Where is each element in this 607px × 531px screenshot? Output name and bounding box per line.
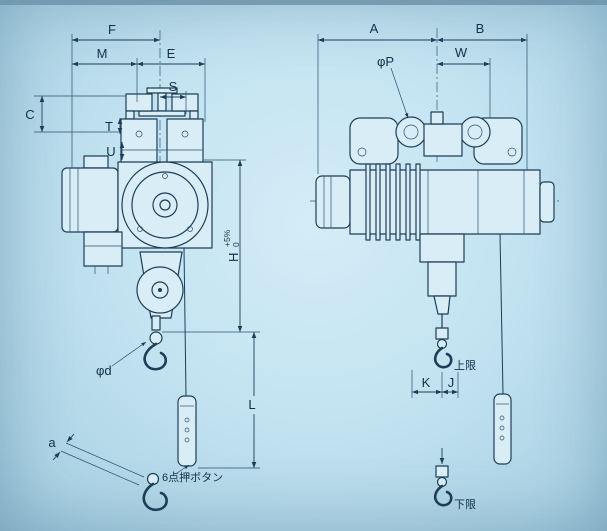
- dim-W: W: [437, 45, 491, 118]
- dim-label-H-tol-upper: +5%: [222, 229, 232, 247]
- upper-limit-hook: 上限: [433, 313, 476, 372]
- lower-limit-label: 下限: [454, 498, 476, 511]
- dim-A: A: [317, 21, 437, 174]
- dim-label-A: A: [370, 21, 379, 36]
- dim-label-H: H: [226, 253, 241, 262]
- hoist-body-side: [315, 163, 555, 241]
- pendant-control-side: [493, 233, 512, 465]
- dim-label-F: F: [108, 22, 116, 37]
- dim-label-S: S: [169, 79, 178, 94]
- dim-M: M: [72, 46, 138, 102]
- dim-E: E: [137, 46, 206, 122]
- pendant-note-label: 6点押ボタン: [162, 470, 223, 484]
- trolley-front: [120, 87, 204, 166]
- dim-label-a: a: [48, 435, 56, 450]
- gear-case-side: [419, 233, 465, 315]
- dim-label-L: L: [248, 397, 255, 412]
- dim-label-E: E: [167, 46, 176, 61]
- dim-label-W: W: [455, 45, 468, 60]
- dim-U: U: [106, 142, 125, 160]
- dim-K: K: [411, 370, 443, 398]
- motor-front: [61, 155, 119, 233]
- dim-label-J: J: [448, 375, 455, 390]
- trolley-side: [349, 111, 523, 165]
- dim-H: H +5% 0: [162, 159, 260, 333]
- rope-drum-housing: [117, 161, 213, 249]
- side-view: 上限 下限 A B: [310, 21, 560, 511]
- dim-label-phi-P: φP: [377, 54, 394, 69]
- dim-label-C: C: [25, 107, 34, 122]
- dim-label-H-tol-lower: 0: [231, 242, 241, 247]
- dim-C: C: [25, 95, 126, 133]
- dim-label-T: T: [105, 119, 113, 134]
- dim-S: S: [160, 79, 187, 114]
- dim-J: J: [442, 372, 459, 398]
- wheel-dia-note: φP: [377, 54, 409, 119]
- hook-block-front: [136, 251, 184, 371]
- dim-label-phi-d: φd: [96, 363, 112, 378]
- upper-limit-label: 上限: [454, 359, 476, 372]
- dim-B: B: [437, 21, 528, 170]
- dim-T: T: [105, 118, 123, 134]
- pendant-note: 6点押ボタン: [162, 464, 223, 484]
- front-view: a 6点押ボタン φd F M E: [25, 22, 260, 512]
- rope-dia-note: φd: [96, 341, 147, 378]
- dim-label-B: B: [476, 21, 485, 36]
- dim-F: F: [71, 22, 160, 168]
- lower-limit-hook: 下限: [433, 448, 476, 511]
- dim-label-U: U: [106, 144, 115, 159]
- dim-L: L: [198, 332, 260, 469]
- hook-opening-detail: a: [48, 433, 168, 512]
- control-box-front: [83, 231, 123, 274]
- dim-label-K: K: [422, 375, 431, 390]
- dim-label-M: M: [97, 46, 108, 61]
